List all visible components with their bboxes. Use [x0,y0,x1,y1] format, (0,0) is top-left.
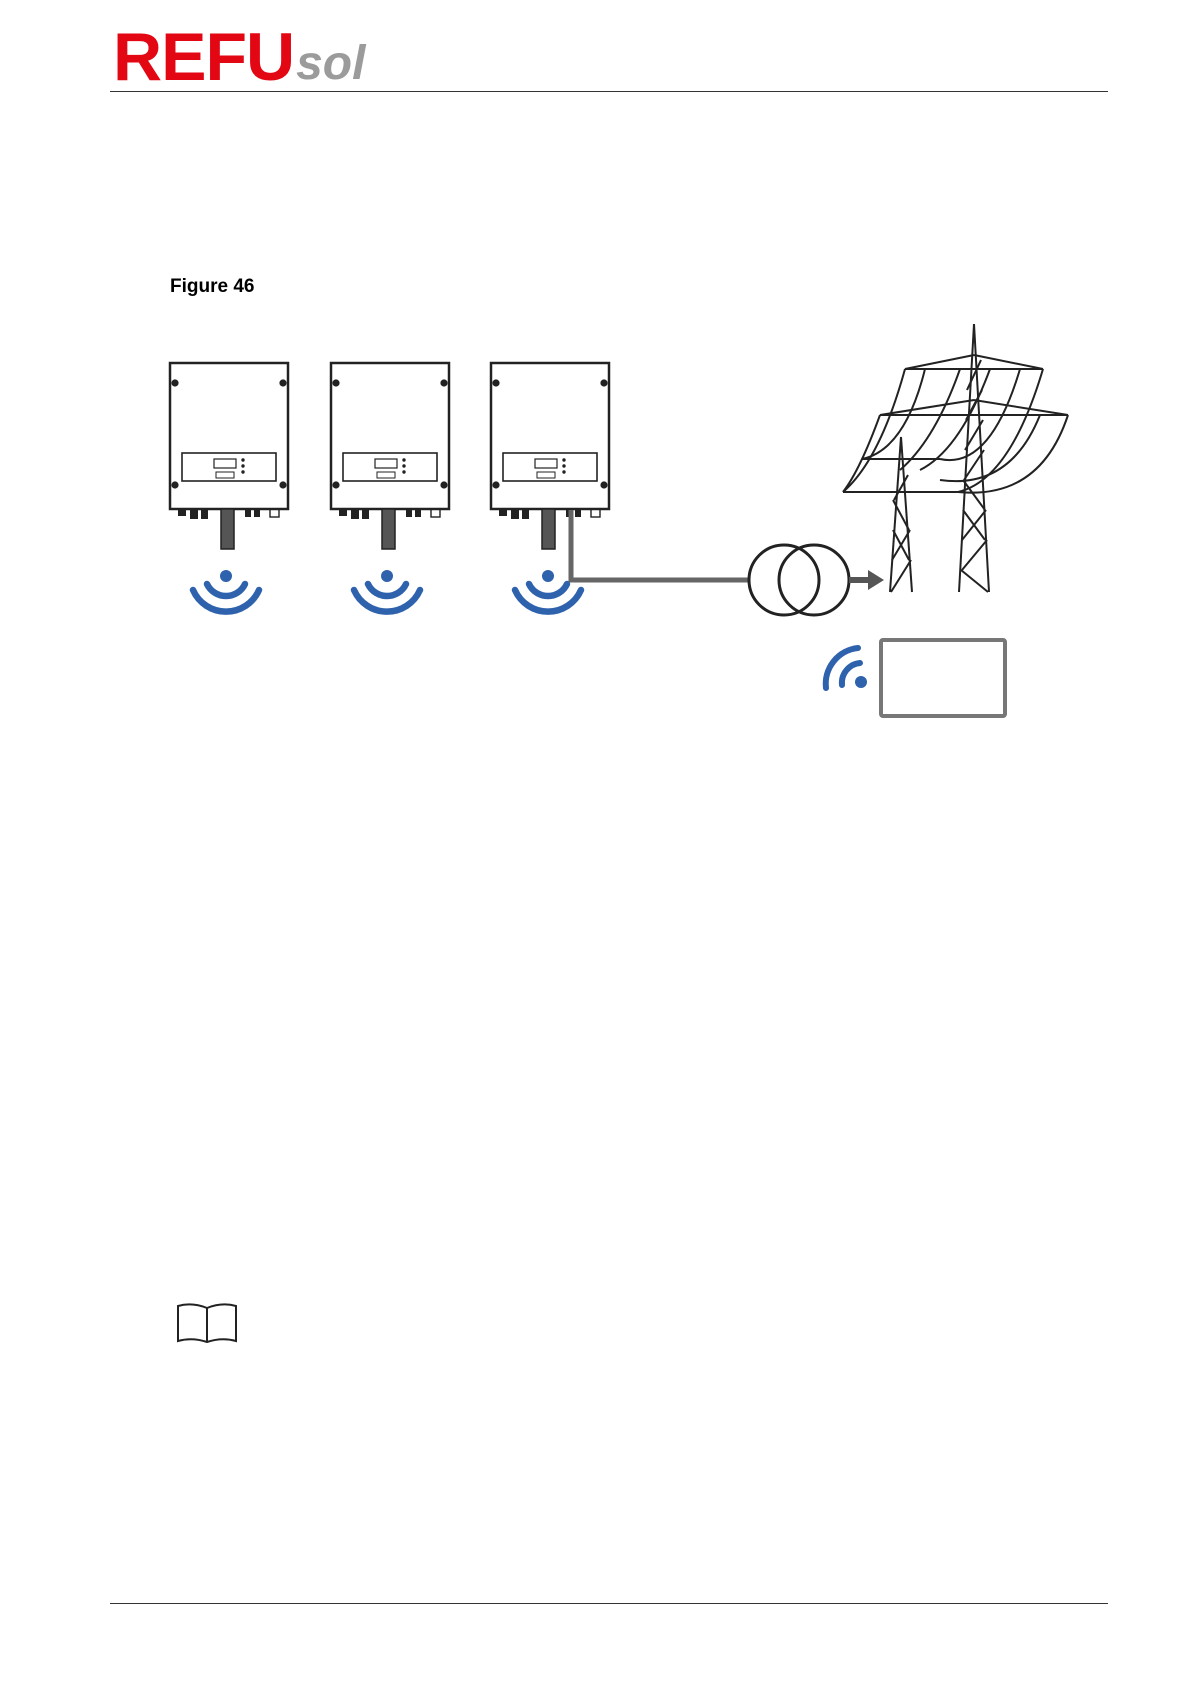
inverter-3 [491,363,609,549]
wireless-signal-icon [193,570,259,612]
figure-46-diagram [0,0,1192,760]
transformer-icon [749,545,884,615]
inverter-1 [170,363,288,549]
wireless-signal-icon [354,570,420,612]
inverter-2 [331,363,449,549]
book-icon [175,1302,239,1346]
transmission-tower-icon [843,324,1068,592]
monitoring-device [826,640,1005,716]
grid-cable [571,510,748,580]
footer-divider [110,1603,1108,1604]
